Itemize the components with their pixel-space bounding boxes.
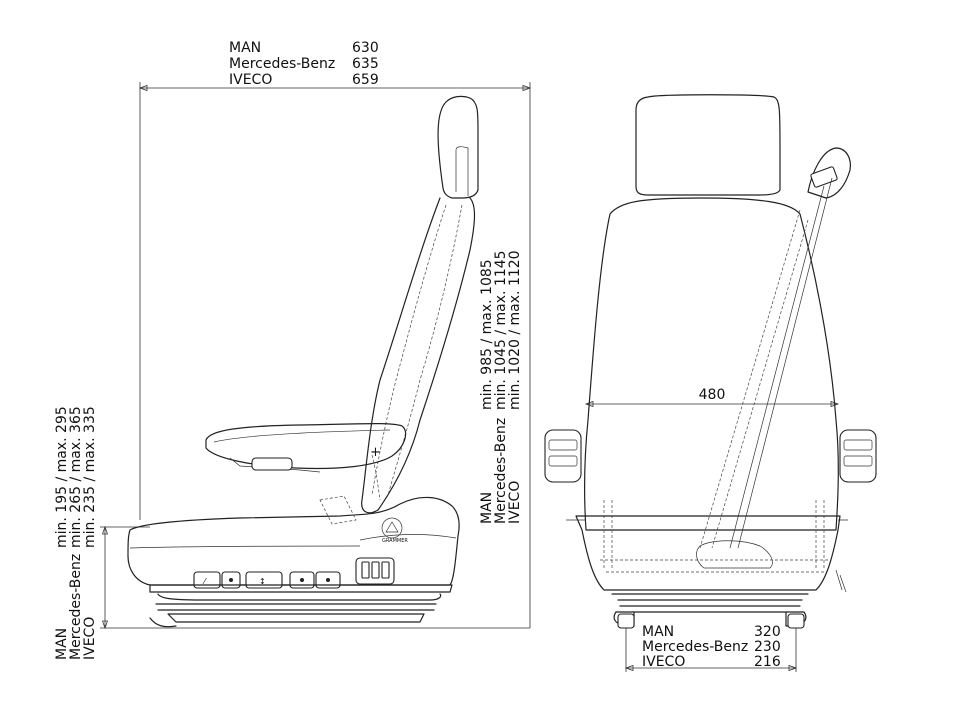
bottom-dim-value-iveco: 216	[754, 654, 781, 670]
back-dim-brand-mercedes: Mercedes-Benz	[493, 418, 509, 524]
top-dimension-line	[138, 82, 532, 628]
top-dim-value-mercedes: 635	[352, 56, 379, 72]
top-dim-value-iveco: 659	[352, 72, 379, 88]
left-dim-range-man: min. 195 / max. 295	[54, 406, 70, 548]
back-dim-brand-iveco: IVECO	[507, 481, 523, 524]
back-dim-range-iveco: min. 1020 / max. 1120	[507, 250, 523, 410]
top-dim-brand-mercedes: Mercedes-Benz	[229, 56, 335, 72]
svg-text:↕: ↕	[259, 577, 266, 586]
bottom-dimension-table: MAN 320 Mercedes-Benz 230 IVECO 216	[642, 624, 781, 670]
left-dim-brand-man: MAN	[54, 628, 70, 660]
bottom-dim-value-mercedes: 230	[754, 639, 781, 655]
left-dim-range-mercedes: min. 265 / max. 365	[68, 406, 84, 548]
top-dim-brand-man: MAN	[229, 40, 261, 56]
back-dim-range-man: min. 985 / max. 1085	[479, 259, 495, 410]
front-view-seat: 480	[544, 94, 877, 629]
svg-text:GRAMMER: GRAMMER	[382, 538, 408, 544]
left-dim-brand-iveco: IVECO	[82, 617, 98, 660]
left-dim-range-iveco: min. 235 / max. 335	[82, 406, 98, 548]
back-dim-brand-man: MAN	[479, 492, 495, 524]
backrest-dimension-labels: MAN Mercedes-Benz IVECO min. 985 / max. …	[479, 250, 523, 524]
bottom-dim-brand-mercedes: Mercedes-Benz	[642, 639, 748, 655]
svg-text:+: +	[370, 445, 381, 460]
control-switches: ⁄ ↕	[193, 557, 395, 589]
top-dim-brand-iveco: IVECO	[229, 72, 272, 88]
left-dimension-labels: MAN Mercedes-Benz IVECO min. 195 / max. …	[54, 406, 98, 660]
bottom-dimension-line	[624, 628, 798, 672]
svg-text:⁄: ⁄	[202, 577, 207, 586]
bottom-dim-brand-man: MAN	[642, 624, 674, 640]
back-dim-range-mercedes: min. 1045 / max. 1145	[493, 250, 509, 410]
width-dimension-value: 480	[699, 387, 726, 403]
left-dimension-line	[100, 525, 530, 630]
top-dim-value-man: 630	[352, 40, 379, 56]
left-dim-brand-mercedes: Mercedes-Benz	[68, 554, 84, 660]
top-dimension-table: MAN 630 Mercedes-Benz 635 IVECO 659	[229, 40, 379, 88]
bottom-dim-value-man: 320	[754, 624, 781, 640]
side-view-seat: + GRAMMER ⁄ ↕	[127, 95, 479, 628]
bottom-dim-brand-iveco: IVECO	[642, 654, 685, 670]
